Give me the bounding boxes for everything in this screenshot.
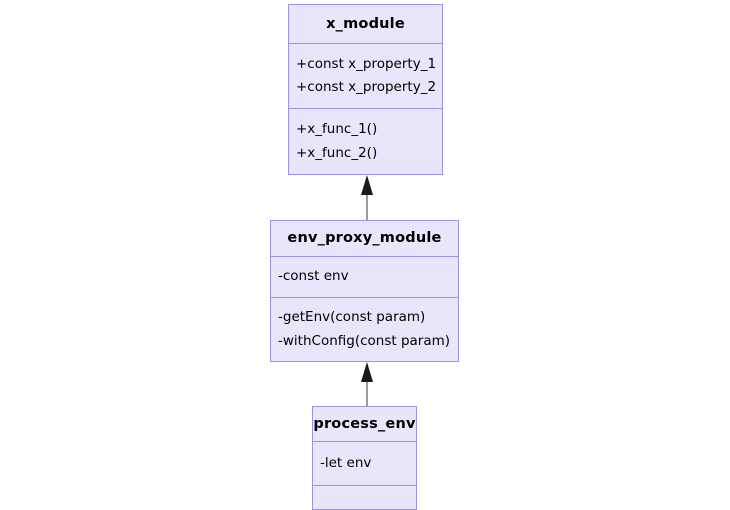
uml-class-title: x_module: [326, 15, 405, 32]
solid-triangle-arrowhead-icon: [361, 175, 373, 195]
uml-attributes-compartment: -const env: [271, 255, 458, 298]
uml-attribute-row: +const x_property_2: [296, 79, 437, 96]
uml-class-title: process_env: [313, 416, 416, 433]
uml-method-row: +x_func_2(): [296, 144, 378, 161]
uml-methods-compartment: [313, 484, 416, 509]
uml-method-row: -withConfig(const param): [278, 332, 451, 349]
uml-attribute-row: -const env: [278, 268, 349, 285]
uml-method-row: +x_func_1(): [296, 121, 378, 138]
uml-class-title: env_proxy_module: [287, 230, 442, 247]
uml-class-process-env[interactable]: process_env -let env: [312, 406, 417, 510]
uml-attributes-compartment: -let env: [313, 441, 416, 484]
generalization-arrow-process-env-to-env-proxy-module: [361, 362, 373, 407]
uml-attributes-compartment: +const x_property_1 +const x_property_2: [289, 42, 442, 109]
generalization-arrow-env-proxy-module-to-x-module: [361, 175, 373, 222]
uml-attribute-row: +const x_property_1: [296, 55, 437, 72]
solid-triangle-arrowhead-icon: [361, 362, 373, 382]
uml-method-row: -getEnv(const param): [278, 309, 426, 326]
uml-attribute-row: -let env: [320, 454, 372, 471]
uml-methods-compartment: +x_func_1() +x_func_2(): [289, 108, 442, 174]
uml-class-x-module[interactable]: x_module +const x_property_1 +const x_pr…: [288, 4, 443, 175]
uml-class-env-proxy-module[interactable]: env_proxy_module -const env -getEnv(cons…: [270, 220, 459, 362]
uml-methods-compartment: -getEnv(const param) -withConfig(const p…: [271, 297, 458, 361]
